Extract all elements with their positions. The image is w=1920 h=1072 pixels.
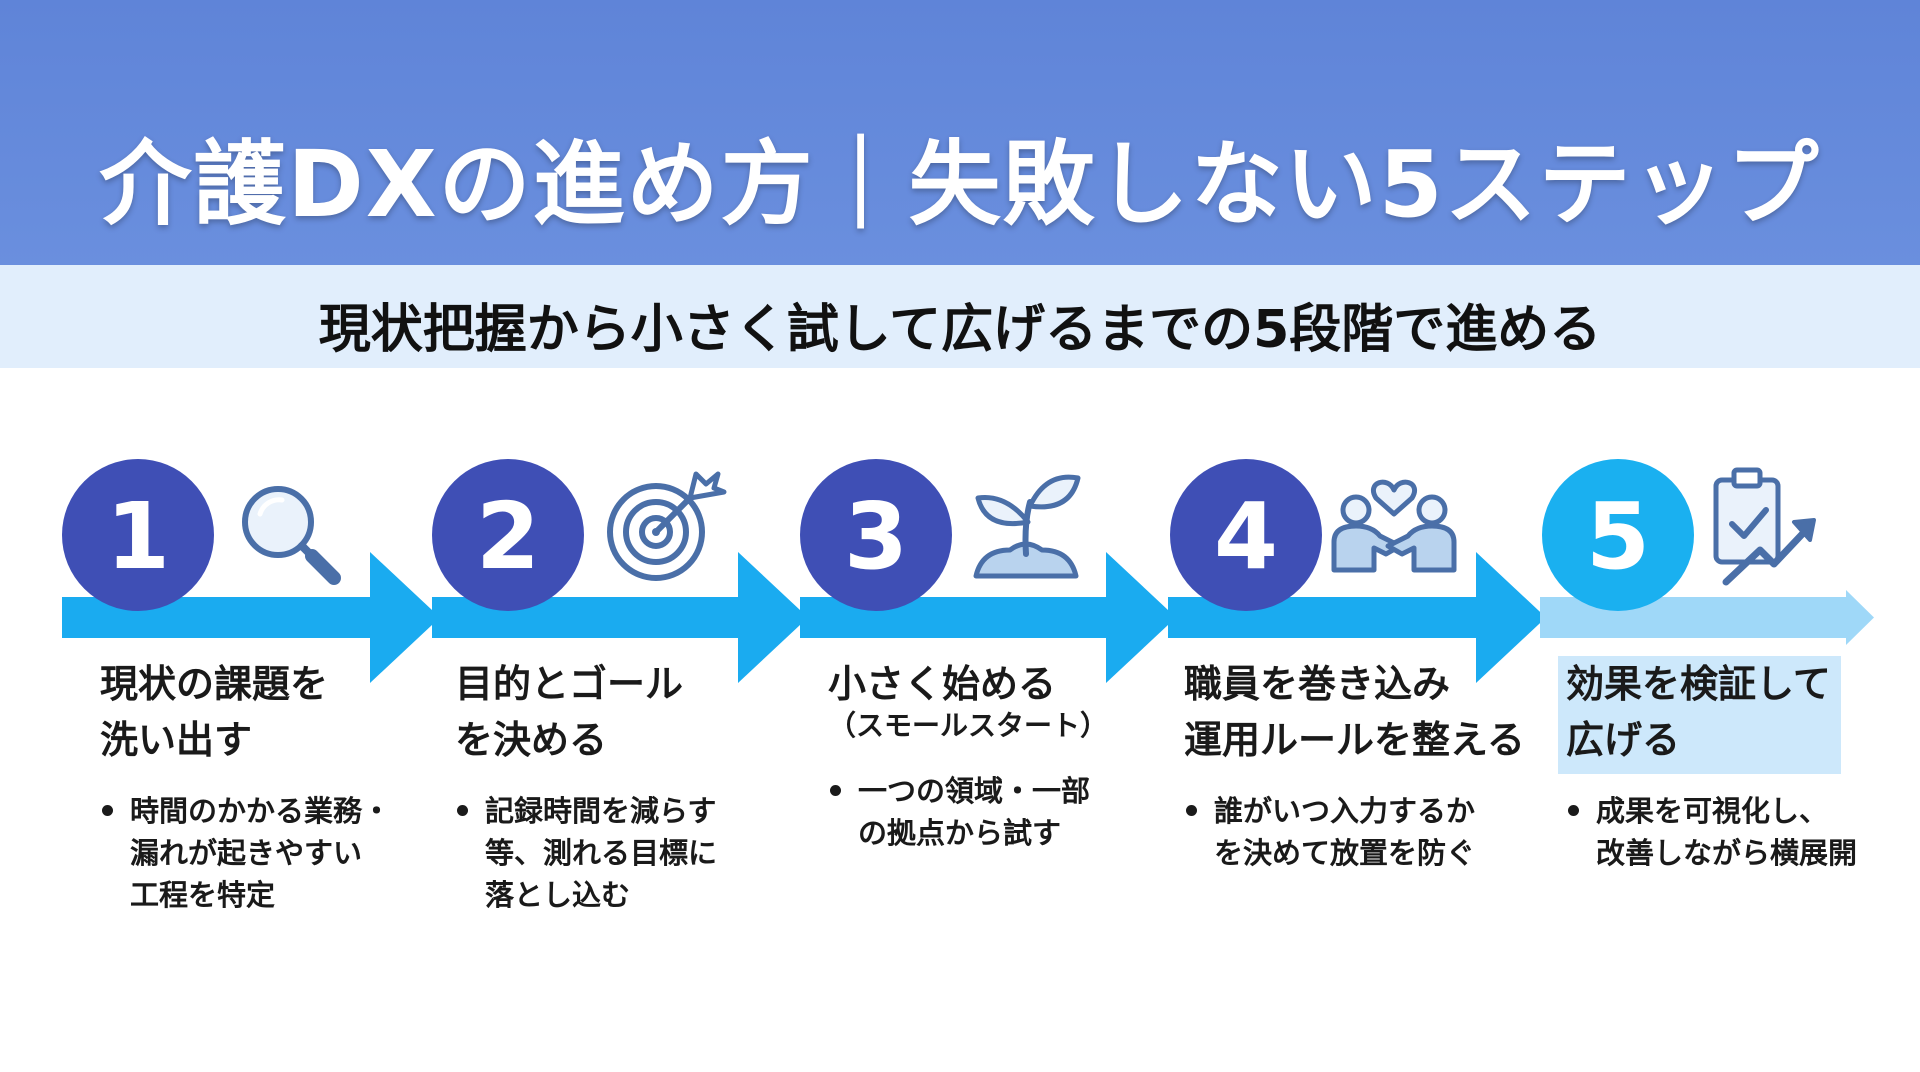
step-number-2: 2: [476, 483, 540, 590]
step-circle-1: [62, 459, 214, 611]
step-heading: 目的とゴール: [455, 662, 684, 706]
bullet-dot: [1568, 805, 1579, 816]
bullet-text: 時間のかかる業務・ 漏れが起きやすい 工程を特定: [130, 794, 392, 912]
bullet-text: 一つの領域・一部 の拠点から試す: [858, 774, 1091, 850]
flow-arrow-3: [800, 552, 1176, 683]
step-5-text: 効果を検証して 広げる 成果を可視化し、 改善しながら横展開: [1558, 656, 1896, 874]
bullet-dot: [830, 785, 841, 796]
step-circle-5: [1542, 459, 1694, 611]
step-1-text: 現状の課題を 洗い出す 時間のかかる業務・ 漏れが起きやすい 工程を特定: [100, 656, 430, 916]
step-heading: 広げる: [1566, 718, 1681, 762]
bullet-dot: [457, 805, 468, 816]
flow-arrow-2: [432, 552, 808, 683]
step-5-heading-box: 効果を検証して 広げる: [1558, 656, 1841, 774]
bullet-text: 記録時間を減らす 等、測れる目標に 落とし込む: [485, 794, 718, 912]
step-number-4: 4: [1214, 483, 1278, 590]
bullet-dot: [1186, 805, 1197, 816]
staff-heart-icon: [1331, 479, 1457, 573]
step-heading: 小さく始める: [828, 662, 1057, 706]
step-number-5: 5: [1586, 483, 1650, 590]
step-circles: 1 2 3 4 5: [62, 459, 1694, 611]
step-2-text: 目的とゴール を決める 記録時間を減らす 等、測れる目標に 落とし込む: [455, 656, 785, 916]
subtitle-band: [0, 265, 1920, 368]
step-heading: 現状の課題を: [100, 662, 329, 706]
step-bullet: 成果を可視化し、 改善しながら横展開: [1566, 790, 1896, 874]
step-heading-sub: （スモールスタート）: [828, 709, 1109, 742]
target-icon: [607, 471, 727, 581]
magnifier-icon: [242, 486, 341, 585]
flow-arrow-4: [1168, 552, 1546, 683]
page-subtitle: 現状把握から小さく試して広げるまでの5段階で進める: [318, 300, 1602, 360]
page-title: 介護DXの進め方｜失敗しない5ステップ: [99, 131, 1821, 238]
bullet-text: 誰がいつ入力するか を決めて放置を防ぐ: [1214, 794, 1476, 870]
flow-arrow-1: [62, 552, 440, 683]
step-number-3: 3: [844, 483, 908, 590]
step-4-text: 職員を巻き込み 運用ルールを整える 誰がいつ入力するか を決めて放置を防ぐ: [1184, 656, 1544, 874]
step-circle-3: [800, 459, 952, 611]
step-bullet: 誰がいつ入力するか を決めて放置を防ぐ: [1184, 790, 1544, 874]
bullet-dot: [102, 805, 113, 816]
step-heading: 効果を検証して: [1566, 662, 1831, 706]
step-bullet: 一つの領域・一部 の拠点から試す: [828, 770, 1158, 854]
step-number-1: 1: [106, 483, 170, 590]
header-banner: [0, 0, 1920, 265]
step-heading: 運用ルールを整える: [1184, 718, 1525, 762]
sprout-icon: [973, 474, 1081, 579]
step-heading: 職員を巻き込み: [1184, 662, 1451, 706]
step-bullet: 時間のかかる業務・ 漏れが起きやすい 工程を特定: [100, 790, 430, 916]
checklist-growth-icon: [1713, 467, 1816, 586]
step-circle-4: [1170, 459, 1322, 611]
step-heading: 洗い出す: [100, 718, 253, 762]
bullet-text: 成果を可視化し、 改善しながら横展開: [1596, 794, 1858, 870]
step-heading: を決める: [455, 718, 608, 762]
step-bullet: 記録時間を減らす 等、測れる目標に 落とし込む: [455, 790, 785, 916]
step-circle-2: [432, 459, 584, 611]
step-3-text: 小さく始める （スモールスタート） 一つの領域・一部 の拠点から試す: [828, 656, 1158, 854]
